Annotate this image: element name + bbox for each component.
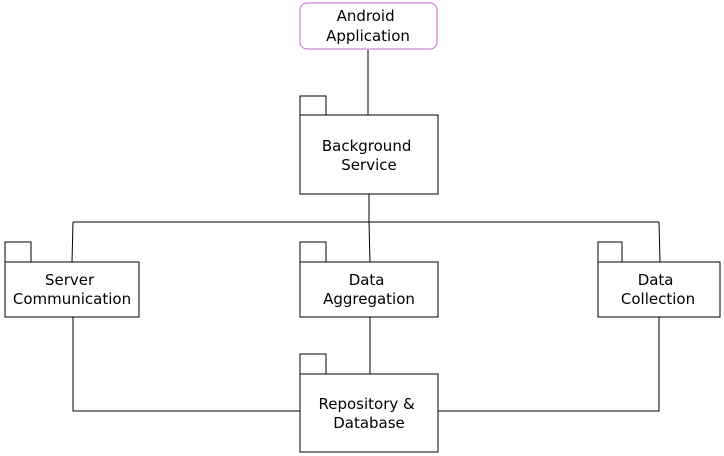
node-android-application: Android Application — [299, 2, 438, 50]
package-tab — [299, 241, 327, 263]
package-body — [299, 261, 439, 318]
package-background-service: Background Service — [299, 95, 439, 195]
package-body — [299, 373, 439, 453]
package-data-aggregation: Data Aggregation — [299, 241, 439, 318]
connector-bus-to-server-communication — [71, 221, 74, 263]
package-tab — [597, 241, 623, 263]
repository-database-label: Repository & Database — [318, 395, 419, 432]
connector-server-communication-to-repository — [72, 317, 300, 412]
connector-data-collection-to-repository — [438, 317, 660, 412]
connector-bus-to-data-aggregation — [368, 221, 371, 263]
server-communication-label: Server Communication — [13, 271, 131, 308]
connectors — [71, 50, 661, 412]
background-service-label: Background Service — [322, 137, 416, 174]
android-application-box — [299, 2, 438, 50]
package-body — [299, 114, 439, 195]
data-aggregation-label: Data Aggregation — [323, 271, 415, 308]
package-body — [4, 261, 140, 318]
package-data-collection: Data Collection — [597, 241, 721, 318]
package-repository-database: Repository & Database — [299, 353, 439, 453]
package-tab — [4, 241, 32, 263]
connector-bus-to-data-collection — [658, 221, 661, 263]
package-tab — [299, 95, 327, 116]
package-tab — [299, 353, 327, 375]
package-server-communication: Server Communication — [4, 241, 140, 318]
package-body — [597, 261, 721, 318]
android-application-label: Android Application — [326, 7, 410, 45]
data-collection-label: Data Collection — [621, 271, 695, 308]
